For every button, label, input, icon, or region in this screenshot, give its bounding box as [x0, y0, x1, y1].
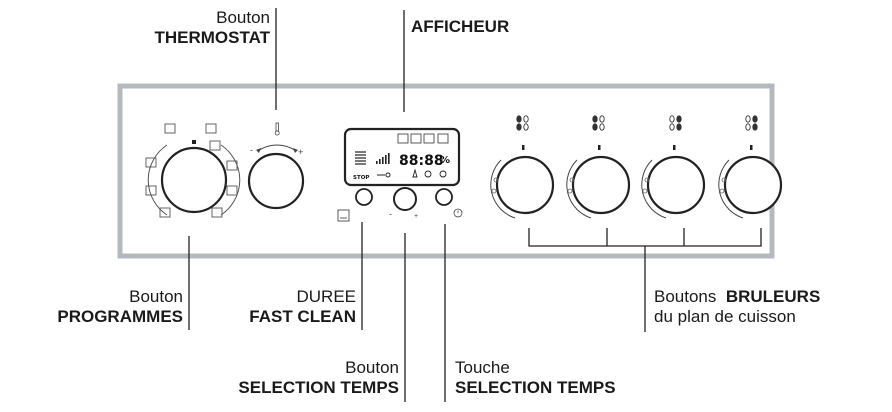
label-programmes-line2: PROGRAMMES — [57, 307, 183, 326]
label-thermostat: Bouton THERMOSTAT — [154, 8, 270, 48]
lock-key-icon — [377, 172, 391, 178]
thermometer-icon — [274, 122, 280, 136]
label-bruleurs-line2: du plan de cuisson — [654, 307, 796, 326]
label-duree-line2: FAST CLEAN — [249, 307, 356, 326]
defrost-icon — [145, 157, 157, 168]
label-bruleurs-bold: BRULEURS — [725, 287, 821, 306]
signal-level-icon — [376, 153, 390, 164]
leader-lines — [188, 8, 762, 402]
burner-back-left-icon — [516, 115, 529, 131]
thermostat-plus: + — [298, 147, 303, 157]
selection-temps-touch-key[interactable] — [435, 188, 453, 206]
label-thermostat-line2: THERMOSTAT — [154, 28, 270, 47]
label-duree-line1: DUREE — [296, 287, 356, 306]
duree-fast-clean-button[interactable] — [355, 188, 373, 206]
clean-icon — [226, 185, 238, 196]
burner-back-right-icon — [745, 115, 758, 131]
label-bouton-selection-line2: SELECTION TEMPS — [238, 378, 399, 397]
selection-knob-minus: - — [389, 209, 392, 219]
lcd-percent: % — [440, 155, 450, 166]
fan-icon — [205, 123, 217, 134]
burner-front-left-icon — [592, 115, 605, 131]
label-programmes: Bouton PROGRAMMES — [57, 287, 183, 327]
label-programmes-line1: Bouton — [129, 287, 183, 306]
label-bruleurs: Boutons BRULEURS du plan de cuisson — [654, 287, 820, 327]
label-duree: DUREE FAST CLEAN — [249, 287, 356, 327]
bottom-heat-icon — [226, 160, 238, 171]
fast-clean-icon — [337, 209, 350, 222]
leader-bruleurs-bracket — [528, 228, 762, 247]
thermostat-minus: - — [250, 145, 253, 155]
burner-knob-1[interactable] — [490, 145, 555, 219]
burner-knob-3[interactable] — [641, 145, 706, 219]
label-thermostat-line1: Bouton — [216, 8, 270, 27]
lcd-display — [343, 127, 461, 187]
burner-knob-2[interactable] — [566, 145, 631, 219]
burner-knob-4[interactable] — [718, 145, 783, 219]
rotisserie-icon — [211, 207, 223, 218]
label-bouton-selection-line1: Bouton — [345, 358, 399, 377]
selection-temps-knob[interactable] — [393, 187, 417, 211]
programme-icons — [145, 123, 238, 218]
label-afficheur: AFFICHEUR — [411, 17, 510, 36]
burner-front-right-icon — [669, 115, 682, 131]
clock-icon — [453, 208, 463, 218]
lcd-stop: STOP — [353, 175, 369, 181]
label-bruleurs-prefix: Boutons — [654, 287, 717, 306]
lcd-symbol-b — [439, 170, 447, 178]
light-icon — [159, 207, 171, 218]
selection-knob-plus: + — [414, 213, 418, 220]
lcd-time: 88:88 — [399, 153, 444, 169]
lcd-symbol-a — [424, 170, 432, 178]
label-touche-selection-line2: SELECTION TEMPS — [455, 378, 616, 397]
thermostat-knob[interactable] — [247, 144, 305, 210]
label-touche-selection: Touche SELECTION TEMPS — [455, 358, 616, 398]
programmes-knob[interactable] — [147, 140, 241, 216]
pizza-icon — [145, 185, 157, 196]
alarm-bell-icon — [412, 168, 418, 178]
lcd-bar-icon — [355, 151, 366, 165]
label-bruleurs-line1: Boutons BRULEURS — [654, 287, 820, 307]
label-bouton-selection: Bouton SELECTION TEMPS — [238, 358, 399, 398]
top-heat-icon — [209, 140, 221, 151]
label-touche-selection-line1: Touche — [455, 358, 510, 377]
grill-icon — [164, 123, 176, 134]
